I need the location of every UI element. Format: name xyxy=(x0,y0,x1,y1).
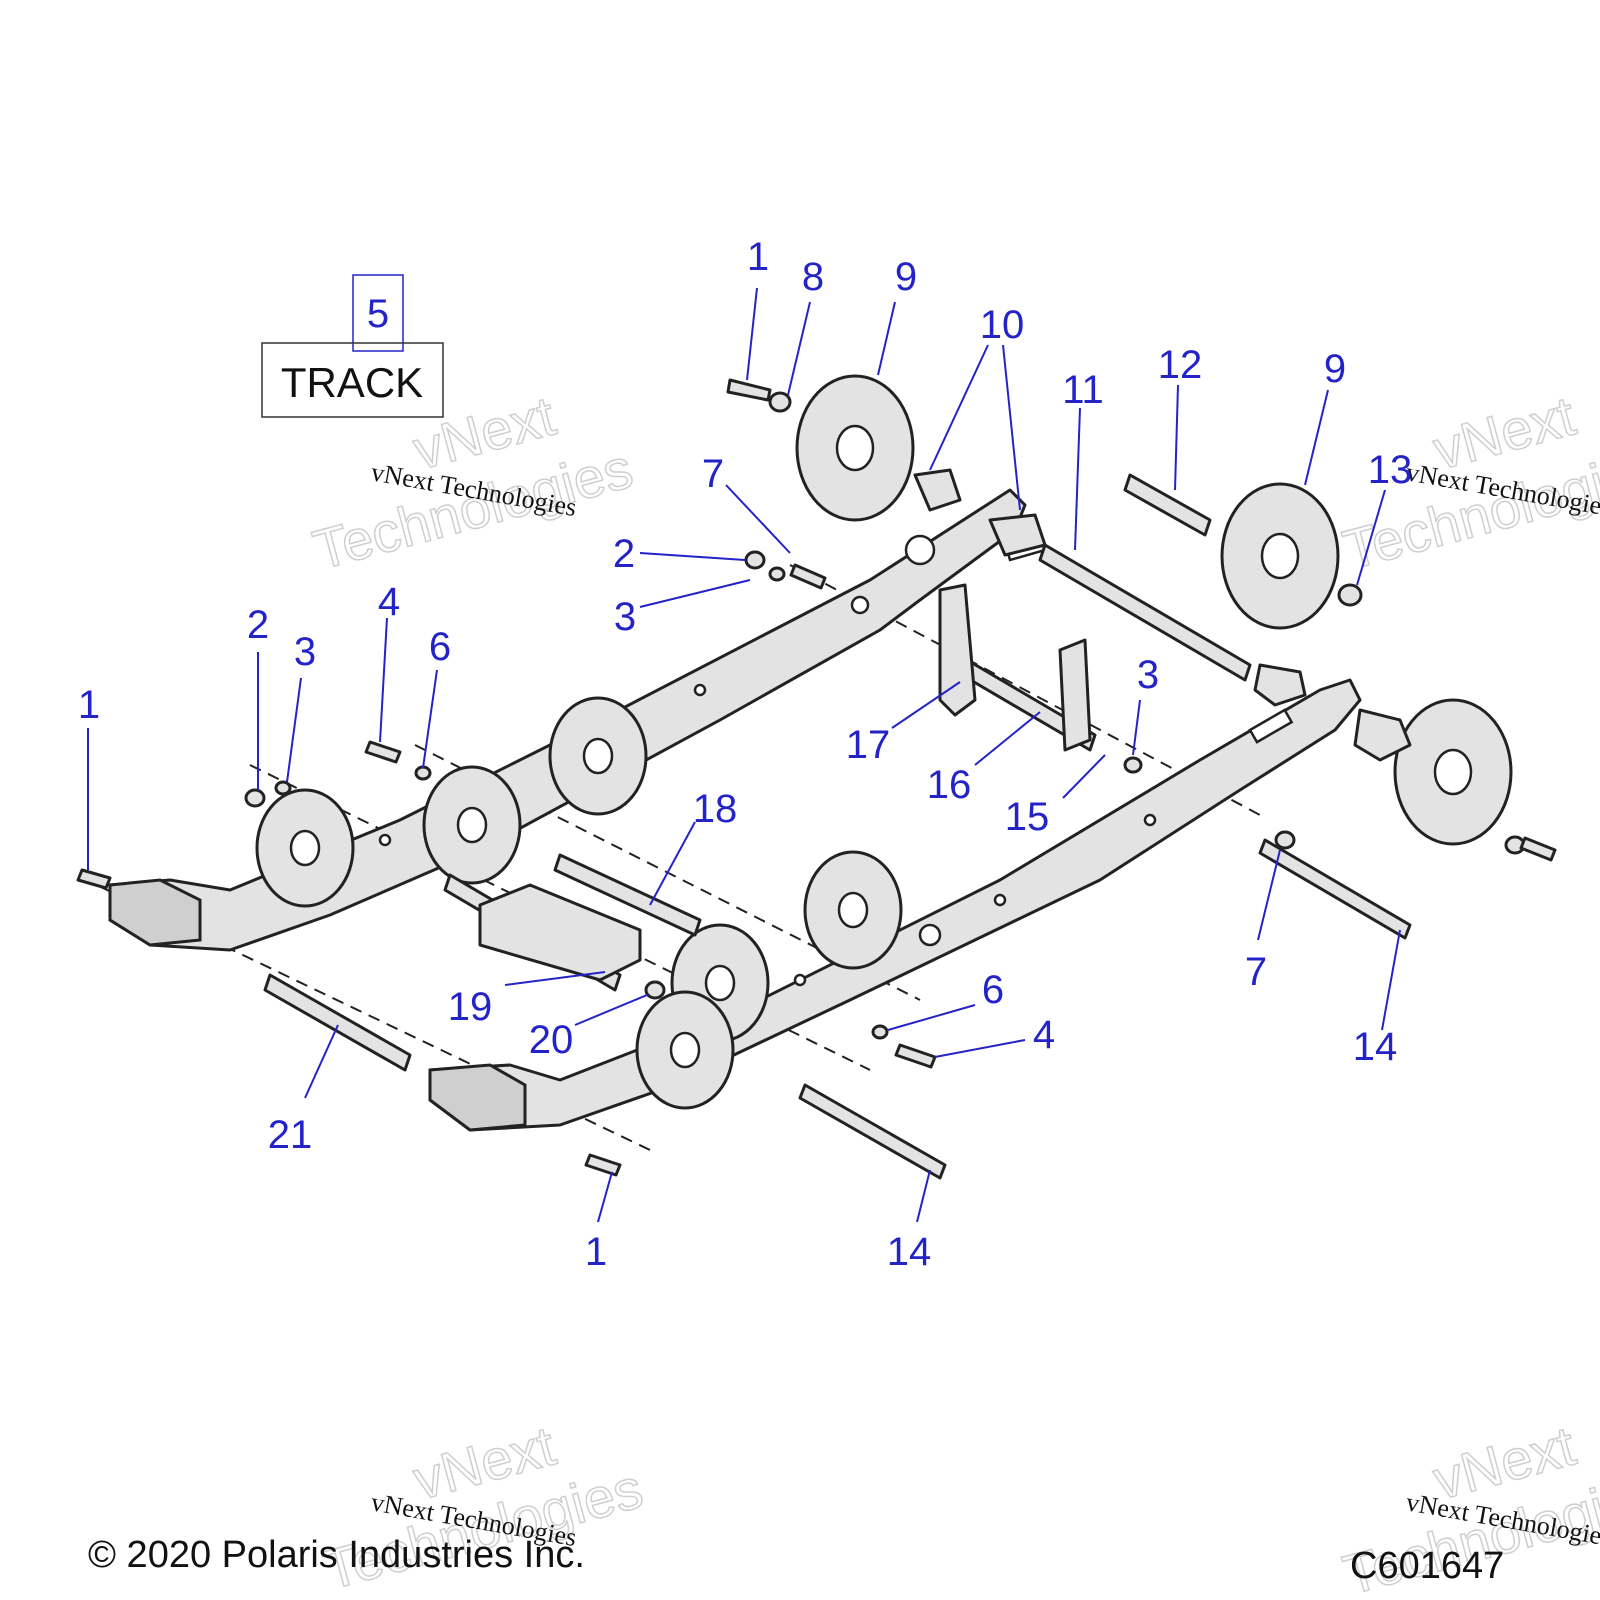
footer: © 2020 Polaris Industries Inc. C601647 xyxy=(88,1534,1504,1587)
callout-6: 6 xyxy=(982,968,1004,1012)
callout-4: 4 xyxy=(1033,1013,1055,1057)
callout-15: 15 xyxy=(1005,795,1050,839)
shafts xyxy=(263,468,1412,1180)
callout-20: 20 xyxy=(529,1018,574,1062)
callout-1: 1 xyxy=(747,235,769,279)
callout-21: 21 xyxy=(268,1113,313,1157)
copyright-text: © 2020 Polaris Industries Inc. xyxy=(88,1534,585,1576)
callout-18: 18 xyxy=(693,787,738,831)
callout-5: 5 xyxy=(367,292,389,336)
hardware xyxy=(76,378,1557,1177)
callout-8: 8 xyxy=(802,255,824,299)
callout-1: 1 xyxy=(585,1230,607,1274)
track-label-box xyxy=(261,342,444,418)
callout-3: 3 xyxy=(1137,653,1159,697)
leader-lines xyxy=(87,287,1401,1223)
diagram-id: C601647 xyxy=(1350,1545,1504,1587)
rail-wheels xyxy=(255,696,903,1110)
callout-9: 9 xyxy=(1324,347,1346,391)
callout-14: 14 xyxy=(1353,1025,1398,1069)
callout-11: 11 xyxy=(1062,368,1104,412)
rear-idler-wheels xyxy=(795,374,1513,846)
callout-13: 13 xyxy=(1368,448,1413,492)
callout-14: 14 xyxy=(887,1230,932,1274)
callout-2: 2 xyxy=(613,532,635,576)
callout-2: 2 xyxy=(247,603,269,647)
callout-7: 7 xyxy=(702,452,724,496)
callout-16: 16 xyxy=(927,763,972,807)
callout-10: 10 xyxy=(980,303,1025,347)
track-label: TRACK xyxy=(281,359,423,406)
callout-1: 1 xyxy=(78,683,100,727)
callout-3: 3 xyxy=(294,630,316,674)
callout-4: 4 xyxy=(378,580,400,624)
callout-9: 9 xyxy=(895,255,917,299)
callout-5-box xyxy=(352,274,404,352)
callout-19: 19 xyxy=(448,985,493,1029)
callout-12: 12 xyxy=(1158,343,1203,387)
track-note: TRACK 5 xyxy=(261,274,444,418)
callout-6: 6 xyxy=(429,625,451,669)
callout-7: 7 xyxy=(1245,950,1267,994)
callout-3: 3 xyxy=(614,595,636,639)
callout-17: 17 xyxy=(846,723,891,767)
callouts: 1 8 9 10 11 12 9 13 7 2 3 2 3 4 6 1 3 17… xyxy=(78,235,1412,1274)
